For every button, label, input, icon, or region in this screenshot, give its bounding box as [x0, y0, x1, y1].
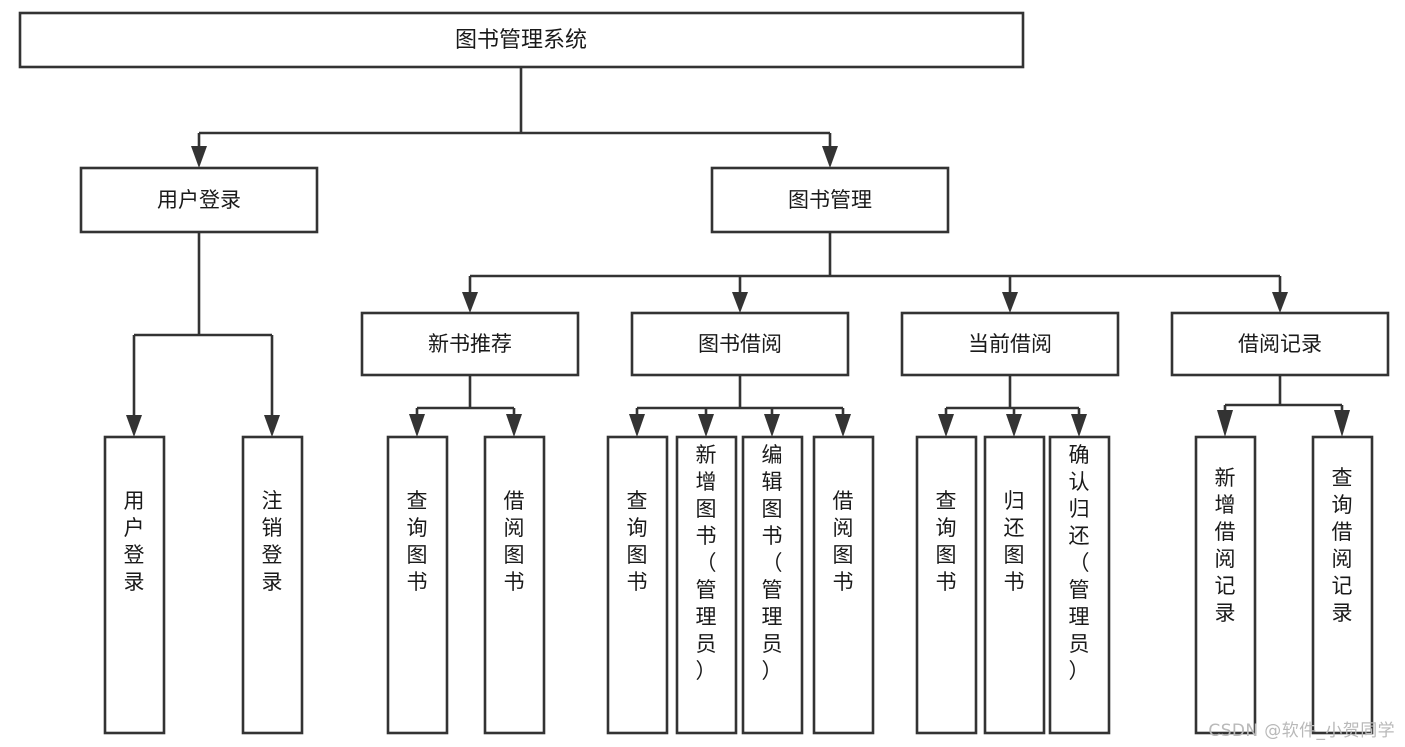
node-borrow-record-box[interactable] — [1170, 311, 1390, 377]
arrow-leaf-logout — [264, 415, 280, 437]
leaf-edit-book-admin[interactable]: 编辑图书（管理员） — [741, 435, 804, 735]
connector-group — [126, 67, 1350, 437]
arrow-leaf-query-book-2 — [629, 414, 645, 437]
arrow-leaf-edit-book-admin — [764, 414, 780, 437]
node-book-management-box[interactable] — [710, 166, 950, 234]
leaf-query-borrow-record-box[interactable] — [1311, 435, 1374, 735]
arrow-leaf-query-book-3 — [938, 414, 954, 437]
arrow-leaf-query-book-1 — [409, 414, 425, 437]
arrow-leaf-borrow-book-2 — [835, 414, 851, 437]
root-node-label: 图书管理系统 — [455, 28, 587, 53]
leaf-query-book-2[interactable]: 查询图书 — [606, 435, 669, 735]
leaf-user-login-label: 用户登录 — [124, 489, 145, 594]
root-node-box[interactable] — [18, 11, 1025, 69]
arrow-leaf-add-borrow-record — [1217, 410, 1233, 437]
node-borrow-record-label: 借阅记录 — [1238, 332, 1322, 356]
arrow-borrow-record — [1272, 292, 1288, 313]
node-book-borrow-box[interactable] — [630, 311, 850, 377]
leaf-return-book-label: 归还图书 — [1004, 489, 1025, 594]
leaf-logout-label: 注销登录 — [262, 489, 283, 594]
node-user-login-box[interactable] — [79, 166, 319, 234]
leaf-query-book-3-label: 查询图书 — [936, 489, 957, 594]
leaf-logout-box[interactable] — [241, 435, 304, 735]
leaf-query-book-3[interactable]: 查询图书 — [915, 435, 978, 735]
arrow-leaf-borrow-book-1 — [506, 414, 522, 437]
leaf-query-book-1-box[interactable] — [386, 435, 449, 735]
leaf-confirm-return-admin-box[interactable] — [1048, 435, 1111, 735]
node-user-login[interactable]: 用户登录 — [79, 166, 319, 234]
arrow-leaf-query-borrow-record — [1334, 410, 1350, 437]
arrow-book-management — [822, 146, 838, 168]
leaf-query-book-3-box[interactable] — [915, 435, 978, 735]
leaf-borrow-book-2-label: 借阅图书 — [833, 489, 854, 594]
node-borrow-record[interactable]: 借阅记录 — [1170, 311, 1390, 377]
leaf-borrow-book-1-box[interactable] — [483, 435, 546, 735]
node-new-book-recommend-box[interactable] — [360, 311, 580, 377]
root-node[interactable]: 图书管理系统 — [18, 11, 1025, 69]
arrow-current-borrow — [1002, 292, 1018, 313]
arrow-book-borrow — [732, 292, 748, 313]
leaf-add-borrow-record-box[interactable] — [1194, 435, 1257, 735]
node-book-borrow[interactable]: 图书借阅 — [630, 311, 850, 377]
csdn-watermark: CSDN @软件_小贺同学 — [1208, 721, 1395, 741]
leaf-logout[interactable]: 注销登录 — [241, 435, 304, 735]
leaf-user-login-box[interactable] — [103, 435, 166, 735]
leaf-borrow-book-1-label: 借阅图书 — [504, 489, 525, 594]
node-book-management[interactable]: 图书管理 — [710, 166, 950, 234]
leaf-add-borrow-record-label: 新增借阅记录 — [1215, 466, 1236, 625]
leaf-borrow-book-2[interactable]: 借阅图书 — [812, 435, 875, 735]
node-current-borrow[interactable]: 当前借阅 — [900, 311, 1120, 377]
leaf-add-book-admin[interactable]: 新增图书（管理员） — [675, 435, 738, 735]
leaf-query-borrow-record[interactable]: 查询借阅记录 — [1311, 435, 1374, 735]
leaf-borrow-book-1[interactable]: 借阅图书 — [483, 435, 546, 735]
node-user-login-label: 用户登录 — [157, 188, 241, 212]
leaf-return-book[interactable]: 归还图书 — [983, 435, 1046, 735]
node-new-book-recommend-label: 新书推荐 — [428, 332, 512, 356]
leaf-query-book-1[interactable]: 查询图书 — [386, 435, 449, 735]
node-book-management-label: 图书管理 — [788, 188, 872, 212]
arrow-leaf-confirm-return-admin — [1071, 414, 1087, 437]
arrow-leaf-user-login — [126, 415, 142, 437]
node-current-borrow-box[interactable] — [900, 311, 1120, 377]
leaf-add-book-admin-label: 新增图书（管理员） — [696, 443, 717, 683]
leaf-query-borrow-record-label: 查询借阅记录 — [1332, 466, 1353, 625]
leaf-query-book-2-label: 查询图书 — [627, 489, 648, 594]
arrow-leaf-return-book — [1006, 414, 1022, 437]
node-new-book-recommend[interactable]: 新书推荐 — [360, 311, 580, 377]
leaf-return-book-box[interactable] — [983, 435, 1046, 735]
leaf-user-login[interactable]: 用户登录 — [103, 435, 166, 735]
leaf-add-borrow-record[interactable]: 新增借阅记录 — [1194, 435, 1257, 735]
leaf-query-book-1-label: 查询图书 — [407, 489, 428, 594]
leaf-query-book-2-box[interactable] — [606, 435, 669, 735]
arrow-user-login — [191, 146, 207, 168]
leaf-add-book-admin-box[interactable] — [675, 435, 738, 735]
leaf-confirm-return-admin-label: 确认归还（管理员） — [1069, 443, 1090, 683]
node-book-borrow-label: 图书借阅 — [698, 332, 782, 356]
leaf-edit-book-admin-label: 编辑图书（管理员） — [762, 443, 783, 683]
arrow-new-book-recommend — [462, 292, 478, 313]
leaf-borrow-book-2-box[interactable] — [812, 435, 875, 735]
leaf-edit-book-admin-box[interactable] — [741, 435, 804, 735]
node-current-borrow-label: 当前借阅 — [968, 332, 1052, 356]
leaf-confirm-return-admin[interactable]: 确认归还（管理员） — [1048, 435, 1111, 735]
arrow-leaf-add-book-admin — [698, 414, 714, 437]
